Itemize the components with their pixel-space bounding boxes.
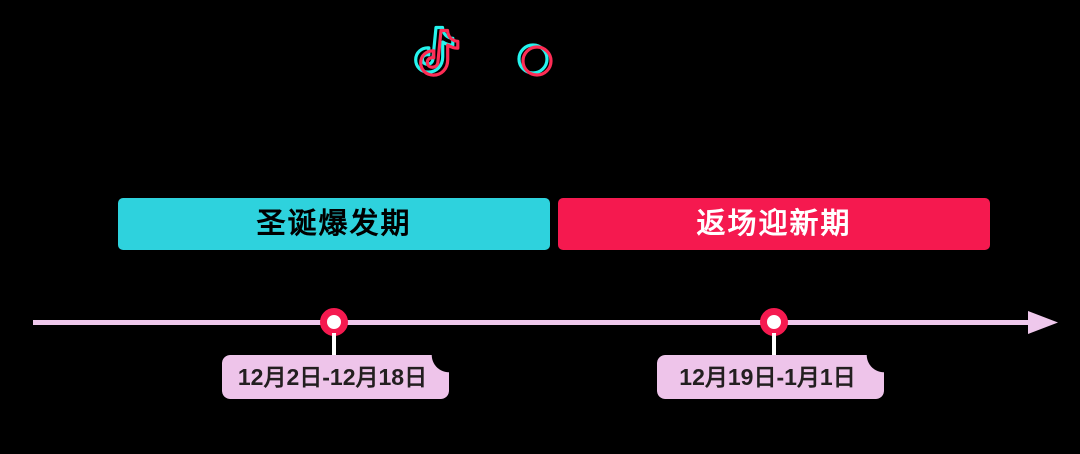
timeline-axis-group: [0, 300, 1080, 367]
arrow-right-icon: [1028, 307, 1060, 338]
phase-banner-label: 圣诞爆发期: [256, 207, 412, 240]
marker-stem: [772, 333, 776, 367]
marker-ring-icon: [760, 308, 788, 336]
phase-banner-new-year-return: 返场迎新期: [558, 198, 990, 250]
date-range-label-phase-2: 12月19日-1月1日: [657, 355, 884, 399]
marker-stem: [332, 333, 336, 367]
phase-banner-label: 返场迎新期: [696, 207, 852, 240]
date-range-label-phase-1: 12月2日-12月18日: [222, 355, 449, 399]
tiktok-note-icon: [408, 24, 460, 80]
date-range-text: 12月2日-12月18日: [237, 363, 428, 390]
date-label-group: 12月2日-12月18日 12月19日-1月1日: [0, 355, 1080, 401]
date-range-text: 12月19日-1月1日: [679, 363, 856, 390]
tiktok-circle-icon: [513, 38, 557, 82]
phase-banner-christmas-peak: 圣诞爆发期: [118, 198, 550, 250]
phase-banner-group: 圣诞爆发期 返场迎新期: [0, 198, 1080, 252]
timeline-marker-phase-2: [760, 308, 788, 367]
timeline-axis-line: [33, 320, 1035, 325]
marker-ring-icon: [320, 308, 348, 336]
brand-logo-row: [0, 0, 1080, 110]
timeline-marker-phase-1: [320, 308, 348, 367]
